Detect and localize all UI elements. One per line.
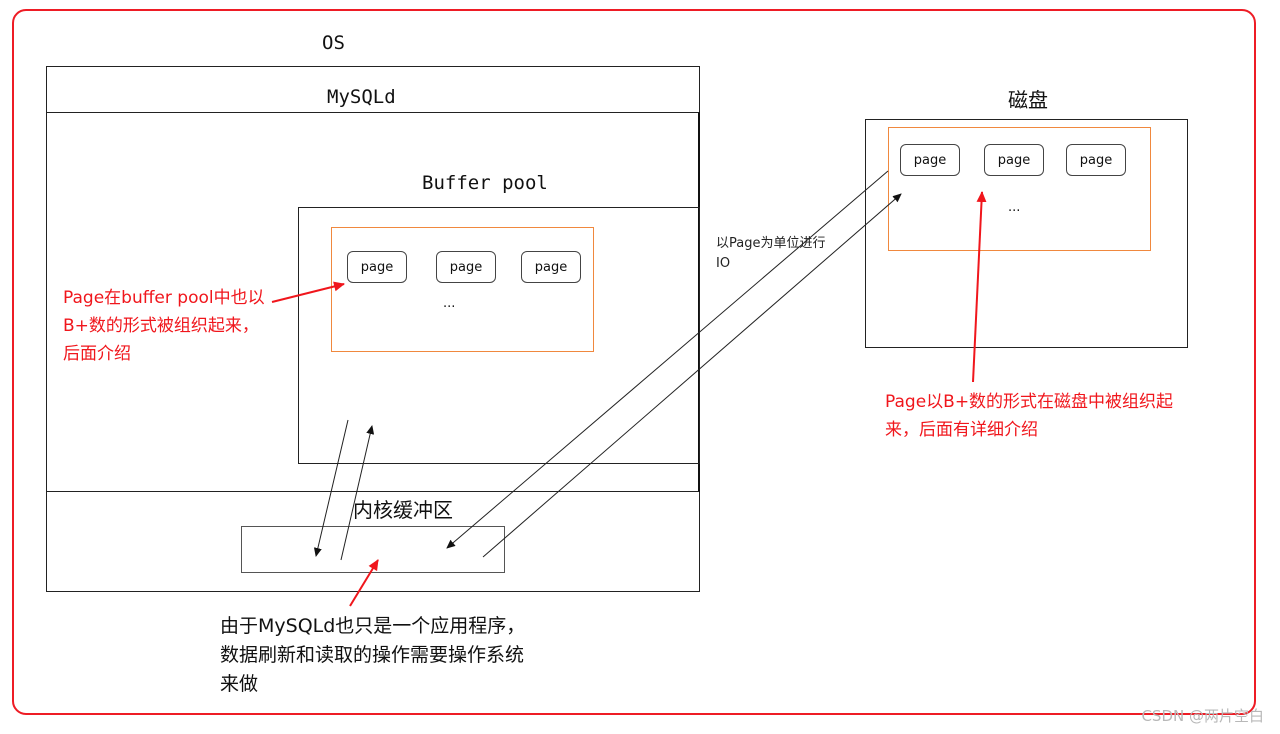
buffer-pool-page: page	[436, 251, 496, 283]
disk-page: page	[984, 144, 1044, 176]
watermark: CSDN @两片空白	[1141, 707, 1264, 725]
buffer-pool-ellipsis: ...	[443, 296, 456, 311]
kernel-buffer-label: 内核缓冲区	[353, 498, 453, 522]
disk-page: page	[900, 144, 960, 176]
annotation-disk: Page以B+数的形式在磁盘中被组织起来，后面有详细介绍	[885, 392, 1174, 440]
annotation-kernel: 由于MySQLd也只是一个应用程序，数据刷新和读取的操作需要操作系统来做	[220, 615, 526, 695]
disk-page: page	[1066, 144, 1126, 176]
outer-frame	[12, 9, 1256, 715]
kernel-buffer-box	[241, 526, 505, 573]
disk-page-container	[888, 127, 1151, 251]
buffer-pool-page: page	[521, 251, 581, 283]
buffer-pool-label: Buffer pool	[422, 172, 548, 194]
io-note: 以Page为单位进行IO	[716, 236, 826, 271]
annotation-buffer-pool: Page在buffer pool中也以B+数的形式被组织起来，后面介绍	[63, 288, 265, 364]
disk-label: 磁盘	[1008, 88, 1048, 112]
os-label: OS	[322, 32, 345, 54]
mysqld-label: MySQLd	[327, 86, 396, 108]
buffer-pool-page: page	[347, 251, 407, 283]
disk-ellipsis: ...	[1008, 200, 1021, 215]
buffer-pool-page-container	[331, 227, 594, 352]
